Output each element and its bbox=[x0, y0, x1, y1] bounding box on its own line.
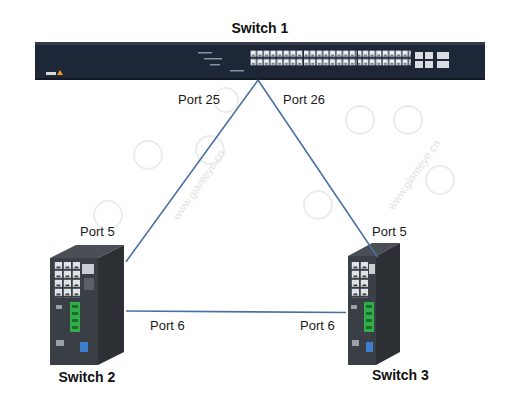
device-name: Switch 2 bbox=[59, 369, 116, 385]
industrial-switch bbox=[348, 243, 400, 365]
network-cable bbox=[126, 311, 346, 313]
watermark: www.gianteye.cn bbox=[385, 137, 442, 212]
port-label: Port 25 bbox=[178, 92, 220, 107]
network-cable bbox=[258, 80, 378, 258]
watermark-logo bbox=[94, 88, 454, 229]
industrial-switch bbox=[50, 245, 124, 365]
port-label: Port 26 bbox=[283, 92, 325, 107]
rack-switch-box: Switch 1 bbox=[35, 42, 485, 80]
industrial-switch-box: Switch 2 bbox=[48, 245, 126, 365]
device-name: Switch 3 bbox=[372, 367, 429, 383]
industrial-switch-box: Switch 3 bbox=[346, 243, 402, 365]
network-cable bbox=[126, 80, 258, 262]
rack-switch bbox=[35, 42, 485, 80]
port-label: Port 6 bbox=[300, 318, 335, 333]
port-label: Port 6 bbox=[150, 318, 185, 333]
port-label: Port 5 bbox=[80, 224, 115, 239]
port-label: Port 5 bbox=[372, 224, 407, 239]
device-name: Switch 1 bbox=[232, 20, 289, 36]
